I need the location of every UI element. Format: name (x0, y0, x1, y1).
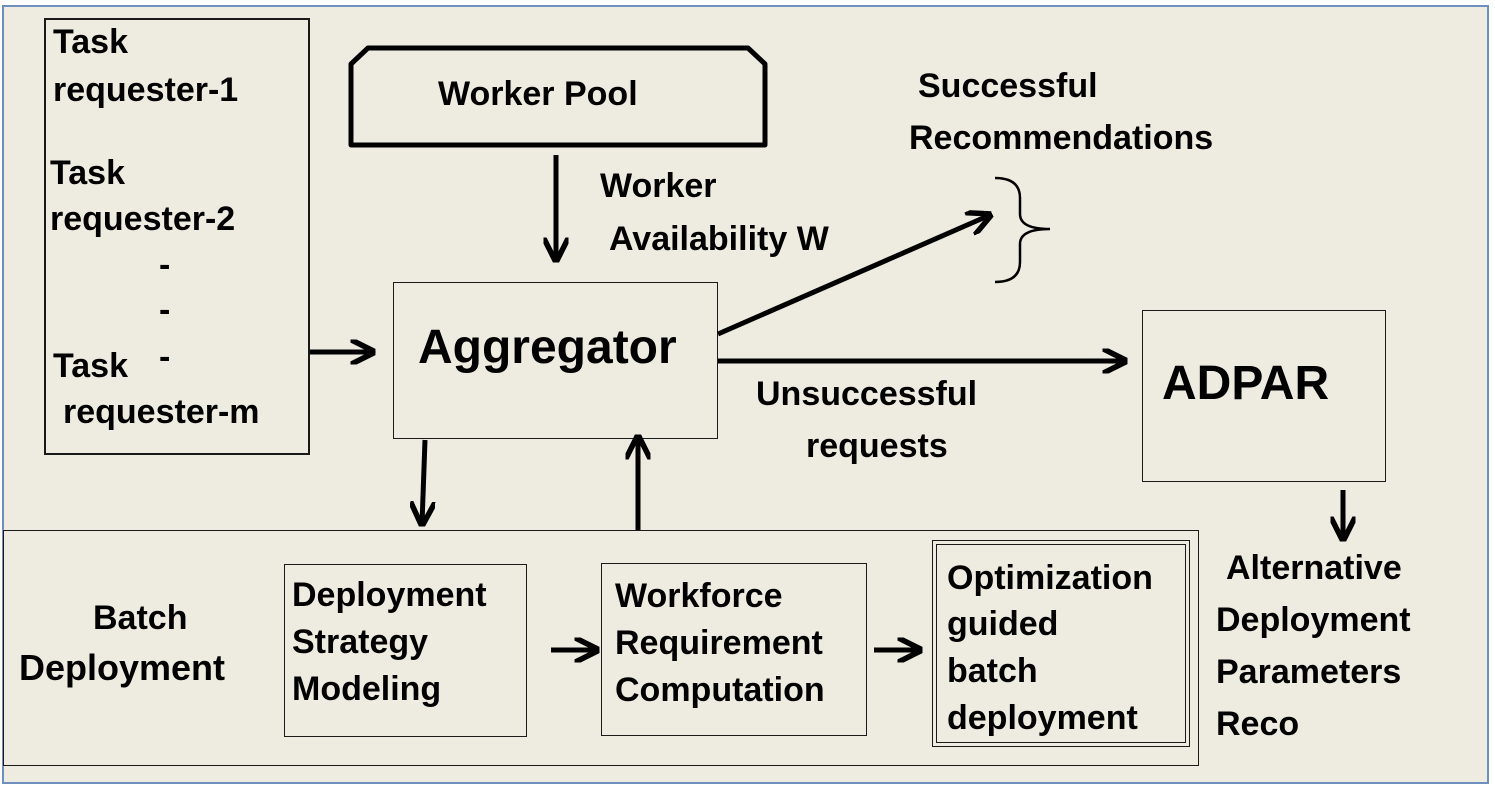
deployment-strategy-box (284, 564, 527, 737)
alternative-parameters-label: Deployment (1216, 601, 1411, 639)
optimization-box-inner (936, 544, 1186, 743)
worker-availability-label: Worker (600, 167, 717, 205)
arrow-aggregator-to-batch (422, 439, 425, 524)
deployment-strategy-label: Modeling (292, 670, 442, 708)
adpar-label: ADPAR (1162, 357, 1330, 410)
ellipsis-dash: - (159, 291, 171, 329)
successful-brace (994, 176, 1051, 284)
workforce-requirement-label: Workforce (615, 577, 783, 615)
batch-deployment-title: Deployment (19, 647, 226, 688)
batch-deployment-title: Batch (93, 599, 188, 637)
requester-m-label: requester-m (63, 393, 260, 431)
optimization-guided-label: batch (947, 652, 1038, 690)
requester-2-label: Task (50, 154, 125, 192)
alternative-parameters-label: Reco (1216, 705, 1300, 743)
optimization-guided-label: Optimization (947, 559, 1153, 597)
aggregator-label: Aggregator (418, 321, 677, 374)
workforce-requirement-box (601, 563, 867, 736)
requester-2-label: requester-2 (50, 200, 236, 238)
workforce-requirement-label: Requirement (615, 624, 823, 662)
unsuccessful-requests-label: Unsuccessful (756, 375, 978, 413)
ellipsis-dash: - (159, 246, 171, 284)
worker-pool-label: Worker Pool (438, 75, 638, 113)
deployment-strategy-label: Deployment (292, 576, 487, 614)
aggregator-box (393, 282, 718, 439)
successful-recommendations-label: Successful (918, 67, 1098, 105)
task-requesters-box (44, 18, 310, 455)
optimization-guided-label: guided (947, 605, 1059, 643)
optimization-guided-label: deployment (947, 699, 1138, 737)
unsuccessful-requests-label: requests (806, 427, 948, 465)
workforce-requirement-label: Computation (615, 671, 825, 709)
ellipsis-dash: - (159, 338, 171, 376)
worker-availability-label: Availability W (609, 220, 829, 258)
deployment-strategy-label: Strategy (292, 623, 429, 661)
alternative-parameters-label: Parameters (1216, 653, 1402, 691)
arrow-aggregator-to-successful (716, 215, 990, 337)
requester-m-label: Task (53, 347, 128, 385)
successful-recommendations-label: Recommendations (909, 119, 1214, 157)
alternative-parameters-label: Alternative (1226, 549, 1402, 587)
adpar-box (1142, 310, 1386, 482)
requester-1-label: Task (53, 23, 128, 61)
requester-1-label: requester-1 (53, 71, 239, 109)
